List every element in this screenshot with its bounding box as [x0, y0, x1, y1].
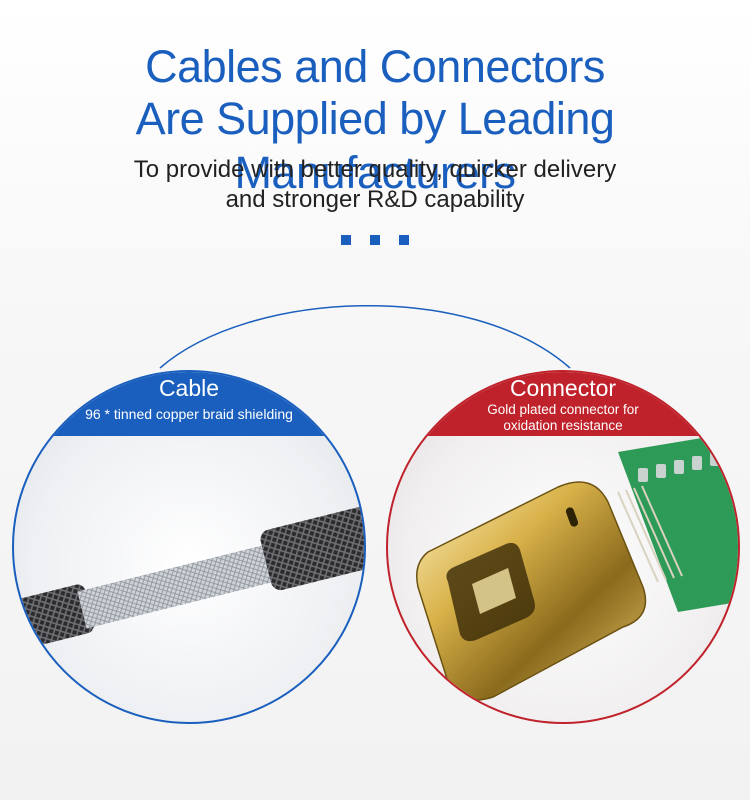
connector-description: Gold plated connector for oxidation resi… — [408, 402, 718, 434]
subtitle-line-2: and stronger R&D capability — [225, 186, 525, 213]
cable-panel: Cable 96 * tinned copper braid shielding — [12, 370, 366, 724]
cable-photo — [14, 502, 364, 652]
cable-title: Cable — [158, 375, 220, 401]
cable-description: 96 * tinned copper braid shielding — [85, 406, 293, 422]
page-title-line-2: Are Supplied by Leading Manufacturers — [135, 93, 615, 198]
dot-2 — [370, 235, 380, 245]
page-title-line-1: Cables and Connectors — [145, 41, 605, 92]
dot-1 — [341, 235, 351, 245]
connector-photo — [416, 432, 738, 701]
cable-banner: Cable 96 * tinned copper braid shielding — [14, 372, 364, 436]
decorative-dots — [341, 235, 411, 245]
connector-description-line-2: oxidation resistance — [503, 418, 623, 433]
connector-description-line-1: Gold plated connector for — [487, 402, 639, 417]
dot-3 — [399, 235, 409, 245]
subtitle-line-1: To provide with better quality, quicker … — [133, 156, 617, 183]
connector-banner: Connector Gold plated connector for oxid… — [388, 372, 738, 436]
connector-panel: Connector Gold plated connector for oxid… — [386, 370, 740, 724]
connector-title: Connector — [509, 375, 617, 401]
